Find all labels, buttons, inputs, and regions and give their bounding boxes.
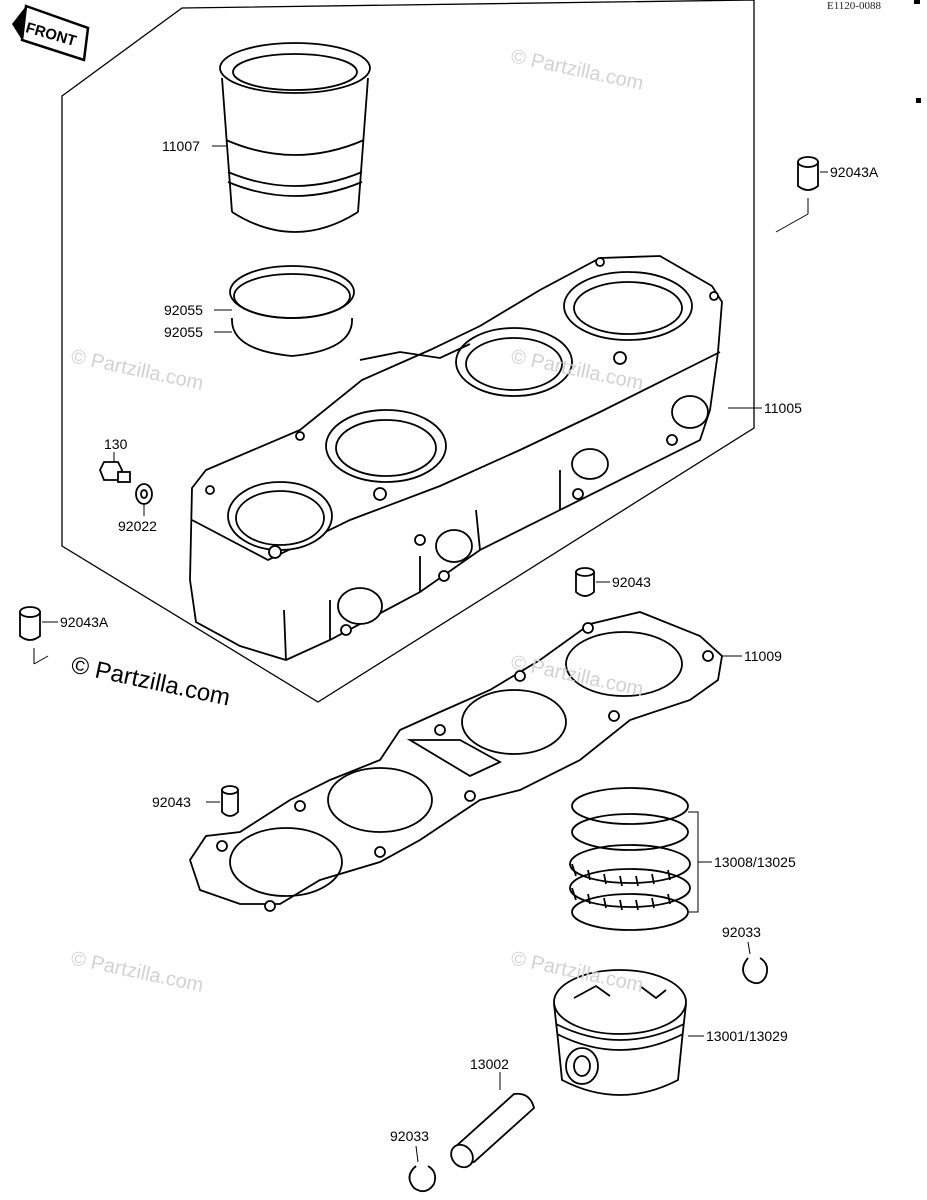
part-label-11009: 11009 (744, 648, 782, 664)
circlip-bottom-illustration (408, 1165, 437, 1193)
dowel-pin-92043A-top (797, 156, 819, 191)
watermark-2: © Partzilla.com (69, 345, 205, 395)
part-label-13002: 13002 (470, 1056, 509, 1072)
dowel-axis-top-2 (775, 213, 809, 233)
leader-92033-right (747, 941, 751, 955)
part-label-130: 130 (104, 436, 128, 452)
washer-92022-illustration (135, 483, 153, 505)
part-label-92043A-left: 92043A (60, 614, 109, 630)
leader-92033-bottom (415, 1145, 419, 1163)
dowel-pin-92043-left (221, 785, 239, 817)
part-label-92043-left: 92043 (152, 794, 191, 810)
front-badge: FRONT (12, 4, 90, 62)
watermark-1: © Partzilla.com (509, 45, 645, 95)
part-label-92055-b: 92055 (164, 324, 203, 340)
part-label-92022: 92022 (118, 518, 157, 534)
dowel-pin-92043A-left (19, 606, 41, 641)
watermark-main: © Partzilla.com (69, 651, 233, 711)
leader-13008 (688, 811, 712, 913)
piston-pin-illustration (450, 1092, 536, 1169)
part-label-13008-13025: 13008/13025 (714, 854, 796, 870)
piston-illustration (553, 969, 687, 1096)
circlip-right-illustration (742, 957, 769, 985)
part-label-11005: 11005 (764, 400, 802, 416)
part-label-92033-right: 92033 (722, 924, 761, 940)
cylinder-liner-illustration (219, 42, 371, 233)
cylinder-block-illustration (189, 255, 723, 661)
part-label-92043-mid: 92043 (612, 574, 651, 590)
piston-rings-illustration (569, 787, 691, 931)
part-label-92055-a: 92055 (164, 302, 203, 318)
corner-mark (914, 0, 920, 4)
part-label-92043A-top: 92043A (830, 164, 879, 180)
reference-code: E1120-0088 (827, 0, 881, 12)
dowel-pin-92043-mid (575, 567, 595, 597)
o-ring-illustration (229, 265, 355, 357)
assembly-frame (61, 0, 755, 703)
dowel-axis-left-2 (33, 655, 49, 665)
head-gasket-illustration (189, 611, 723, 912)
part-label-13001-13029: 13001/13029 (706, 1028, 788, 1044)
part-label-92033-bottom: 92033 (390, 1128, 429, 1144)
bolt-130-illustration (99, 461, 131, 483)
part-label-11007: 11007 (162, 138, 200, 154)
watermark-5: © Partzilla.com (69, 947, 205, 997)
edge-mark (916, 98, 921, 103)
